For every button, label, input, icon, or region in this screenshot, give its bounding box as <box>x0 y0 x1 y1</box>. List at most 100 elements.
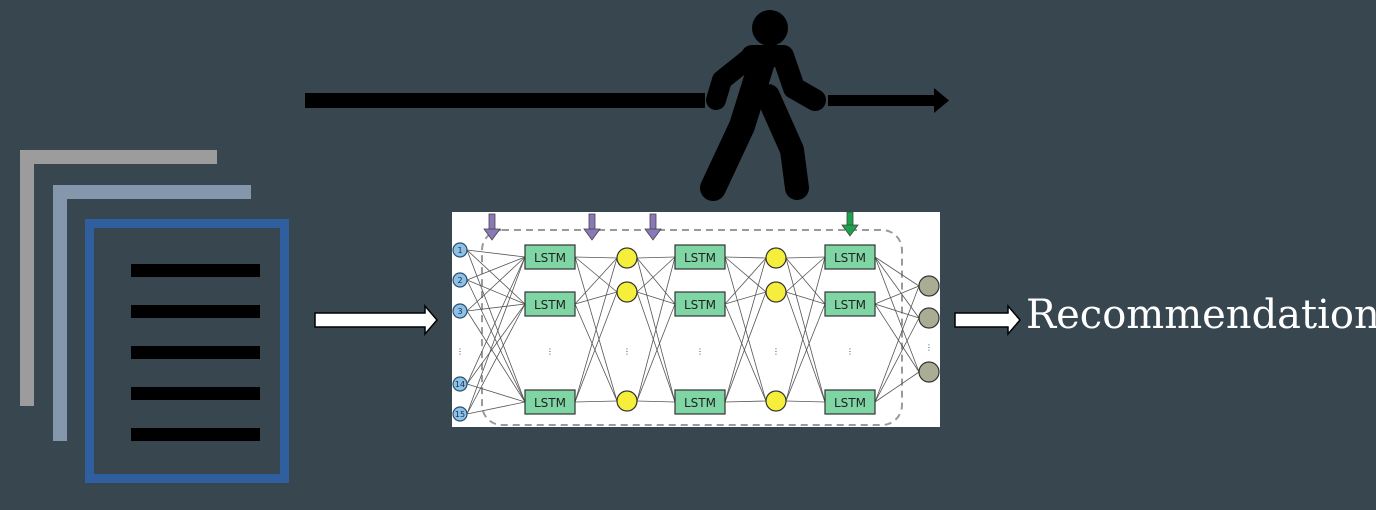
output-node <box>918 361 940 383</box>
connection-line <box>874 285 920 403</box>
lstm-block-label: LSTM <box>534 298 566 312</box>
connection-line <box>636 291 676 305</box>
connection-line <box>466 303 526 312</box>
connection-line <box>874 256 920 373</box>
neuron-layer-2: ⋮ <box>765 247 787 412</box>
document-text-line <box>131 305 260 318</box>
lstm-network-panel: 1 2 3 ⋮ 14 15 LSTM LSTM ⋮ LSTM <box>452 211 940 427</box>
connection-line <box>466 249 526 403</box>
connection-line <box>466 310 526 403</box>
lstm-block <box>824 291 876 317</box>
document-text-line <box>131 387 260 400</box>
connection-line <box>574 291 618 403</box>
connection-line <box>874 303 920 319</box>
input-node <box>452 303 468 319</box>
document-text-line <box>131 264 260 277</box>
connection-line <box>636 400 676 403</box>
connection-line <box>466 256 526 415</box>
connection-line <box>785 257 826 305</box>
connection-line <box>636 256 676 259</box>
input-node <box>452 272 468 288</box>
connection-line <box>785 256 826 402</box>
input-layer: 1 2 3 ⋮ 14 15 <box>452 242 468 422</box>
connection-line <box>724 303 767 402</box>
connection-line <box>785 291 826 403</box>
connection-line <box>466 401 526 415</box>
connection-line <box>574 291 618 305</box>
connection-line <box>785 256 826 259</box>
input-arrows <box>483 211 859 241</box>
lstm-ellipsis: ⋮ <box>546 347 554 356</box>
lstm-block <box>524 291 576 317</box>
neuron-node <box>765 390 787 412</box>
lstm-layer-3: LSTM LSTM ⋮ LSTM <box>824 244 876 415</box>
connection-line <box>574 257 618 403</box>
connection-line <box>636 256 676 293</box>
document-front-sheet <box>85 219 289 483</box>
connection-line <box>636 256 676 402</box>
connection-line <box>874 285 920 305</box>
connection-line <box>466 256 526 281</box>
connection-line <box>785 303 826 402</box>
lstm-block <box>524 389 576 415</box>
output-node <box>918 307 940 329</box>
lstm-block <box>674 291 726 317</box>
lstm-block-label: LSTM <box>684 396 716 410</box>
lstm-block <box>824 244 876 270</box>
neuron-layer-1: ⋮ <box>616 247 638 412</box>
input-node <box>452 242 468 258</box>
lstm-block-label: LSTM <box>534 251 566 265</box>
neuron-node <box>765 281 787 303</box>
lstm-block <box>674 389 726 415</box>
input-node-label: 1 <box>457 246 462 255</box>
lstm-block-label: LSTM <box>534 396 566 410</box>
connection-line <box>785 400 826 403</box>
neuron-node <box>616 390 638 412</box>
connection-line <box>574 256 618 293</box>
connection-line <box>574 256 618 259</box>
input-node-label: 15 <box>455 410 465 419</box>
down-arrow-icon <box>644 213 662 241</box>
neuron-ellipsis: ⋮ <box>623 347 631 356</box>
connection-line <box>724 256 767 293</box>
input-ellipsis: ⋮ <box>456 347 464 356</box>
input-node-label: 3 <box>457 307 462 316</box>
lstm-block <box>524 244 576 270</box>
document-text-line <box>131 346 260 359</box>
output-ellipsis: ⋮ <box>925 343 933 352</box>
input-node-label: 14 <box>455 380 465 389</box>
output-node <box>918 275 940 297</box>
lstm-layer-2: LSTM LSTM ⋮ LSTM <box>674 244 726 415</box>
neuron-ellipsis: ⋮ <box>772 347 780 356</box>
connection-line <box>724 400 767 403</box>
down-arrow-icon <box>841 211 859 237</box>
connection-line <box>466 383 526 403</box>
connection-line <box>785 256 826 293</box>
lstm-block-label: LSTM <box>684 251 716 265</box>
lstm-block-label: LSTM <box>684 298 716 312</box>
input-node <box>452 376 468 392</box>
input-arrow-icon <box>314 303 438 337</box>
connection-line <box>874 303 920 373</box>
document-middle-sheet <box>53 185 251 441</box>
input-node <box>452 406 468 422</box>
output-layer: ⋮ <box>918 275 940 383</box>
connection-line <box>466 279 526 403</box>
network-connections <box>466 249 920 415</box>
lstm-block-label: LSTM <box>834 298 866 312</box>
lstm-ellipsis: ⋮ <box>696 347 704 356</box>
connection-line <box>874 317 920 403</box>
walking-person-icon <box>700 10 826 201</box>
connection-line <box>724 291 767 403</box>
down-arrow-icon <box>583 213 601 241</box>
output-arrow-icon <box>954 303 1021 337</box>
connection-line <box>466 249 526 305</box>
connection-line <box>785 291 826 305</box>
connection-line <box>466 303 526 415</box>
neuron-node <box>616 247 638 269</box>
connection-line <box>724 257 767 403</box>
lstm-layer-1: LSTM LSTM ⋮ LSTM <box>524 244 576 415</box>
connection-line <box>466 279 526 305</box>
connection-line <box>874 371 920 403</box>
